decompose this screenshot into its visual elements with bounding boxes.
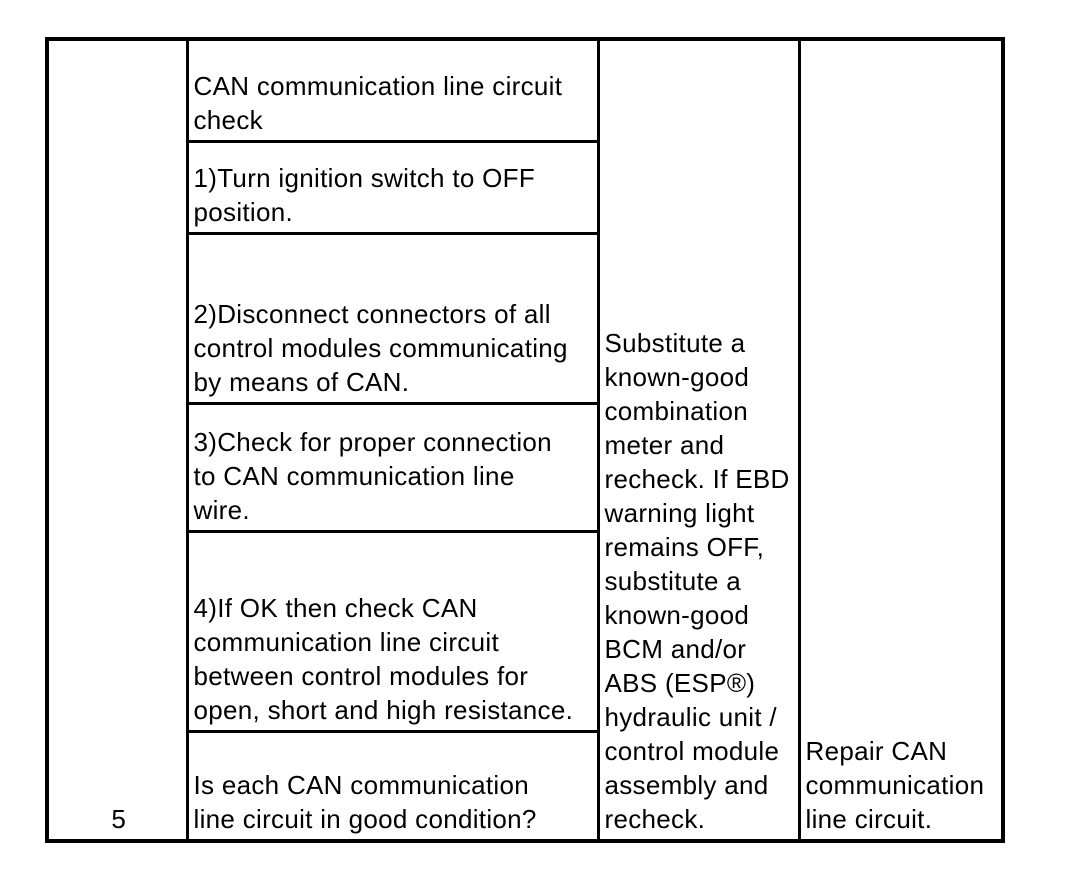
procedure-title-cell: CAN communication line circuit check <box>185 37 600 143</box>
procedure-step-4-cell: 4)If OK then check CAN communication lin… <box>185 529 600 733</box>
substitute-recheck-cell: Substitute a known-good combination mete… <box>596 37 801 843</box>
procedure-step-2-cell: 2)Disconnect connectors of all control m… <box>185 231 600 405</box>
repair-circuit-cell: Repair CAN communication line circuit. <box>797 37 1005 843</box>
procedure-question-cell: Is each CAN communication line circuit i… <box>185 729 600 843</box>
diagnostic-procedure-table: 5 CAN communication line circuit check S… <box>45 37 1005 843</box>
procedure-step-3-cell: 3)Check for proper connection to CAN com… <box>185 401 600 533</box>
procedure-step-1-cell: 1)Turn ignition switch to OFF position. <box>185 139 600 235</box>
step-number-cell: 5 <box>45 37 189 843</box>
